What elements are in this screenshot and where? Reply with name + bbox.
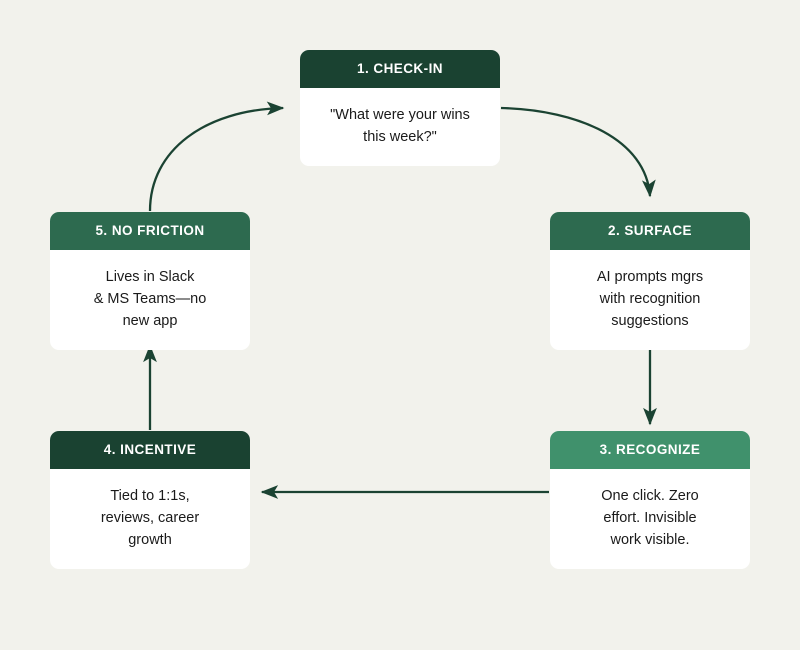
node-recognize-header: 3. RECOGNIZE xyxy=(550,431,750,469)
connector-check-in-to-surface xyxy=(500,106,656,198)
node-no-friction[interactable]: 5. NO FRICTION Lives in Slack & MS Teams… xyxy=(50,212,250,350)
node-incentive-header: 4. INCENTIVE xyxy=(50,431,250,469)
node-surface[interactable]: 2. SURFACE AI prompts mgrs with recognit… xyxy=(550,212,750,350)
node-no-friction-body: Lives in Slack & MS Teams—no new app xyxy=(93,269,207,329)
connector-no-friction-to-check-in xyxy=(148,101,285,212)
node-no-friction-header: 5. NO FRICTION xyxy=(50,212,250,250)
node-surface-header: 2. SURFACE xyxy=(550,212,750,250)
node-check-in[interactable]: 1. CHECK-IN "What were your wins this we… xyxy=(300,50,500,166)
node-check-in-header: 1. CHECK-IN xyxy=(300,50,500,88)
node-incentive-body: Tied to 1:1s, reviews, career growth xyxy=(100,488,200,548)
node-surface-body: AI prompts mgrs with recognition suggest… xyxy=(596,269,704,329)
node-recognize-body: One click. Zero effort. Invisible work v… xyxy=(601,488,699,548)
node-recognize[interactable]: 3. RECOGNIZE One click. Zero effort. Inv… xyxy=(550,431,750,569)
node-check-in-body: "What were your wins this week?" xyxy=(330,107,470,145)
node-incentive[interactable]: 4. INCENTIVE Tied to 1:1s, reviews, care… xyxy=(50,431,250,569)
